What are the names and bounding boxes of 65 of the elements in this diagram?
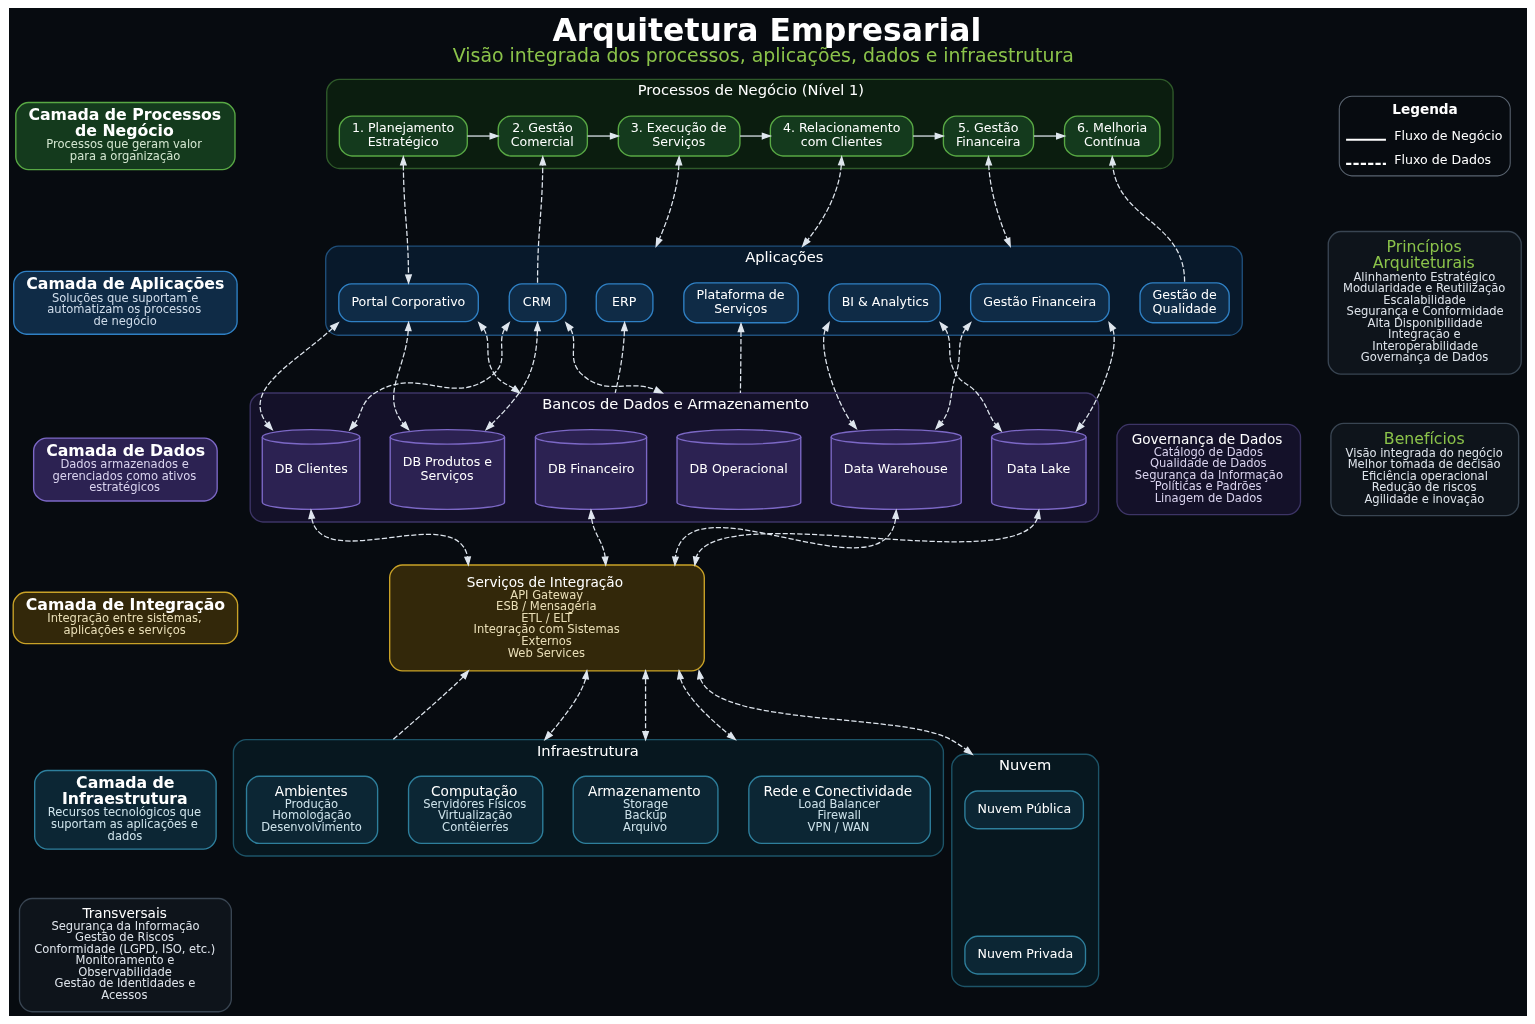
arrow bbox=[477, 321, 521, 395]
arrow bbox=[692, 508, 1041, 567]
arrow bbox=[586, 132, 620, 140]
arrow bbox=[696, 669, 974, 756]
arrow bbox=[1108, 155, 1185, 283]
arrow bbox=[392, 320, 412, 432]
node-box: Serviços de Integração API Gateway ESB / Mensageria ETL / ELT Integração com Sistemas Externos Web Services bbox=[388, 564, 705, 672]
arrow bbox=[671, 508, 899, 567]
node-box: 4. Relacionamento com Clientes bbox=[769, 115, 914, 157]
node-box: Camada de Dados Dados armazenados e gerenciados como ativos estratégicos bbox=[32, 437, 218, 502]
node-box: Rede e Conectividade Load Balancer Firewall VPN / WAN bbox=[747, 775, 931, 845]
node-box: Nuvem Pública bbox=[963, 790, 1084, 830]
arrow bbox=[543, 669, 589, 741]
arrow bbox=[536, 155, 546, 284]
node-box: CRM bbox=[508, 283, 567, 323]
arrow bbox=[934, 321, 972, 431]
node-box: Benefícios Visão integrada do negócio Melhor tomada de decisão Eficiência operacional Redução de riscos Agilidade e inovação bbox=[1329, 422, 1519, 517]
node-box: Computação Servidores Físicos Virtualização Contêierres bbox=[407, 775, 543, 845]
node-box: Camada de Aplicações Soluções que suportam e automatizam os processos de negócio bbox=[12, 270, 238, 335]
arrow bbox=[654, 155, 682, 248]
node-box: Camada de Infraestrutura Recursos tecnológicos que suportam as aplicações e dados bbox=[33, 769, 217, 850]
arrow bbox=[1074, 321, 1116, 433]
arrow bbox=[676, 669, 737, 741]
node-box: 5. Gestão Financeira bbox=[942, 115, 1034, 157]
node-box: Governança de Dados Catálogo de Dados Qualidade de Dados Segurança da Informação Políticas e Padrões Linagem de Dados bbox=[1115, 423, 1301, 516]
arrow bbox=[911, 132, 945, 140]
label: Legenda bbox=[1391, 101, 1458, 118]
node-box: 1. Planejamento Estratégico bbox=[338, 115, 468, 157]
arrow bbox=[800, 155, 845, 248]
node-box: Camada de Processos de Negócio Processos que geram valor para a organização bbox=[14, 101, 236, 171]
arrow bbox=[564, 321, 664, 394]
node-box: Gestão de Qualidade bbox=[1138, 282, 1230, 324]
arrow bbox=[1032, 132, 1066, 140]
arrow bbox=[391, 669, 470, 741]
arrow bbox=[307, 508, 471, 567]
arrow bbox=[821, 321, 858, 431]
node-box: Plataforma de Serviços bbox=[682, 282, 799, 324]
arrow bbox=[259, 321, 340, 432]
node-box: Transversais Segurança da Informação Gestão de Riscos Conformidade (LGPD, ISO, etc.) Monitoramento e Observabilidade Gestão de Identidades e Acessos bbox=[18, 897, 232, 1013]
node-box: Ambientes Produção Homologação Desenvolvimento bbox=[245, 775, 378, 845]
legend-label: Fluxo de Dados bbox=[1393, 151, 1491, 167]
arrow bbox=[466, 132, 500, 140]
node-box: Armazenamento Storage Backup Arquivo bbox=[572, 775, 719, 845]
arrow bbox=[587, 508, 609, 567]
arrow bbox=[614, 320, 628, 394]
arrow bbox=[641, 668, 649, 742]
diagram-title: Arquitetura Empresarial bbox=[551, 11, 981, 48]
node-box: Portal Corporativo bbox=[337, 283, 479, 323]
arrow bbox=[736, 321, 745, 394]
arrow bbox=[399, 155, 412, 285]
arrow bbox=[938, 321, 1002, 433]
node-box: Nuvem Privada bbox=[963, 935, 1086, 975]
node-box: 2. Gestão Comercial bbox=[497, 115, 588, 157]
arrow bbox=[738, 132, 772, 140]
arrow bbox=[984, 155, 1011, 248]
legend-label: Fluxo de Negócio bbox=[1393, 127, 1502, 143]
arrow bbox=[484, 320, 541, 432]
node-box: Princípios Arquiteturais Alinhamento Estratégico Modularidade e Reutilização Escalabilidade Segurança e Conformidade Alta Disponibilidade Integração e Interoperabilidade Governança de Dados bbox=[1327, 230, 1522, 375]
node-box: ERP bbox=[595, 283, 654, 323]
node-box: Camada de Integração Integração entre sistemas, aplicações e serviços bbox=[12, 591, 238, 645]
node-box: BI & Analytics bbox=[827, 283, 941, 323]
node-box: 6. Melhoria Contínua bbox=[1063, 115, 1161, 157]
node-box: Gestão Financeira bbox=[969, 283, 1110, 323]
arrow bbox=[348, 321, 510, 432]
node-box: 3. Execução de Serviços bbox=[617, 115, 741, 157]
